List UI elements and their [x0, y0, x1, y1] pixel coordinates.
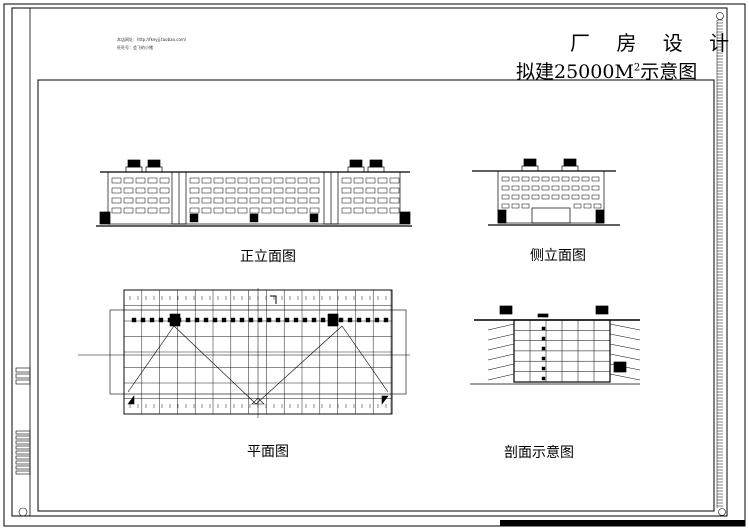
- plan-grid: [123, 289, 392, 415]
- section-view-label: 剖面示意图: [504, 445, 574, 461]
- title-line-2-sup: 2: [633, 62, 641, 74]
- title-line-1: 厂 房 设 计: [570, 31, 740, 55]
- outer-border: [3, 3, 746, 527]
- front-elevation-windows: [111, 177, 400, 223]
- front-elevation-label: 正立面图: [240, 249, 296, 265]
- side-elevation-windows: [501, 176, 602, 209]
- side-elevation-label: 侧立面图: [530, 248, 586, 264]
- front-elevation: [96, 159, 412, 227]
- side-elevation: [472, 158, 620, 226]
- drawing-frame: [37, 79, 715, 512]
- title-line-2-suffix: 示意图: [640, 61, 698, 83]
- title-line-2: 拟建25000M2示意图: [516, 57, 697, 84]
- shop-url-note: 本店网址：http://fkeyjj.taobao.com/: [117, 37, 187, 42]
- corner-circle-br: [718, 508, 726, 516]
- title-line-2-prefix: 拟建25000M: [516, 61, 634, 83]
- corner-circle-tr: [716, 12, 724, 20]
- right-edge-ruler: [716, 19, 723, 508]
- section-grid: [487, 319, 641, 383]
- shop-id-note: 旺旺号：会飞的小猪: [117, 45, 153, 50]
- left-title-strip: [15, 367, 31, 517]
- bottom-title-bar: [500, 520, 745, 526]
- plan-view-label: 平面图: [247, 444, 289, 460]
- inner-border: [11, 7, 728, 517]
